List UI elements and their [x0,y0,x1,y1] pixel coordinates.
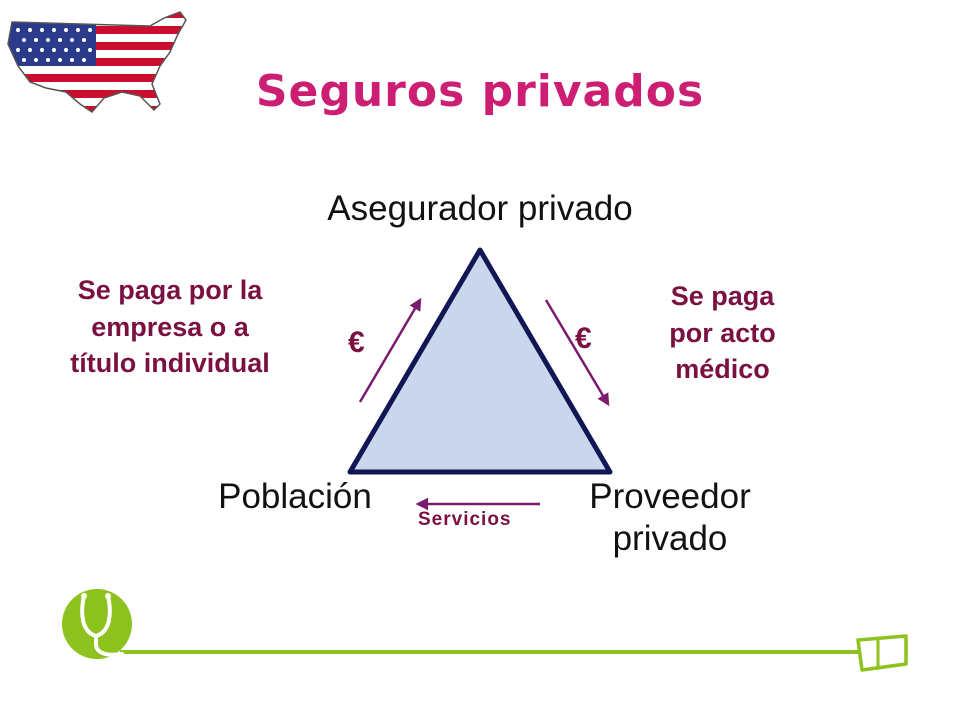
stethoscope-logo-icon [62,589,132,659]
note-payment-by-company-or-individual: Se paga por la empresa o a título indivi… [20,272,320,382]
node-private-provider: Proveedor privado [550,476,790,560]
services-flow-label: Servicios [418,509,512,530]
note-left-line-3: título individual [70,348,270,379]
node-private-provider-line-1: Proveedor [589,477,751,516]
note-right-line-2: por acto [669,317,776,348]
arrow-insurer-to-provider [544,299,610,407]
slide-title: Seguros privados [255,66,705,117]
us-map-outline [7,11,187,113]
note-left-line-1: Se paga por la [77,275,263,305]
arrow-population-to-insurer [358,297,422,403]
relationship-triangle [347,247,613,475]
euro-symbol-right: € [575,322,592,355]
note-payment-per-medical-act: Se paga por acto médico [620,278,825,388]
node-private-insurer: Asegurador privado [327,189,633,228]
node-population: Población [218,477,372,516]
node-private-provider-line-2: privado [612,519,728,558]
note-right-line-1: Se paga [670,281,775,311]
note-right-line-3: médico [675,354,770,385]
outline-box-icon [856,634,908,672]
note-left-line-2: empresa o a [91,311,249,342]
euro-symbol-left: € [348,326,365,359]
